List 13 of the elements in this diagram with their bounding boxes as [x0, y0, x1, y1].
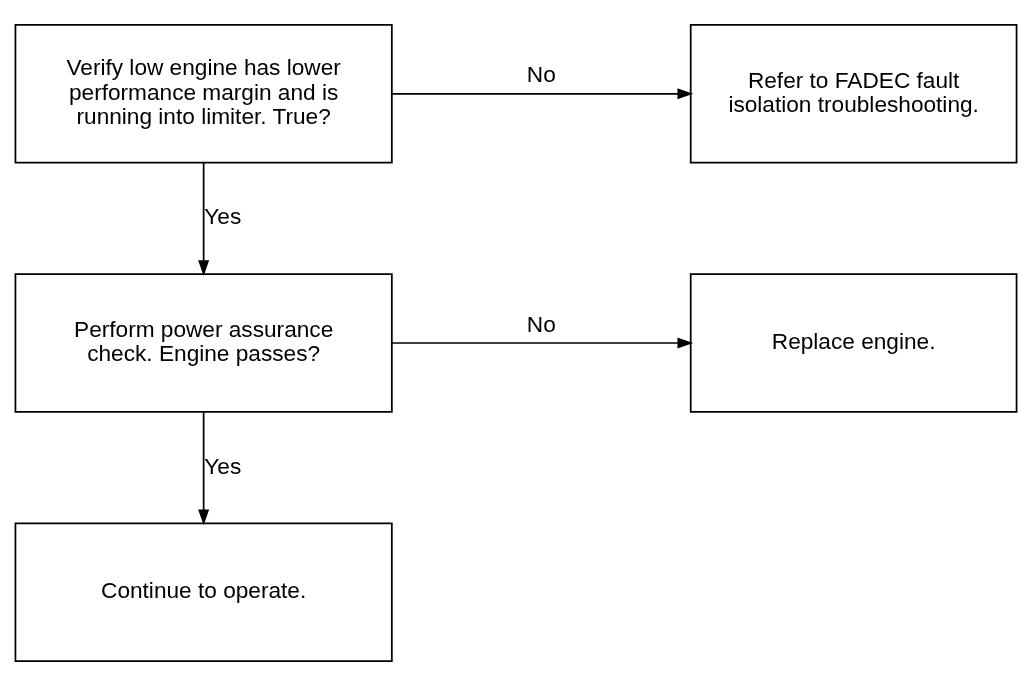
- edge-label: No: [526, 60, 556, 87]
- node-box: Continue to operate.: [14, 522, 393, 662]
- arrow: [391, 87, 694, 99]
- node-box: Perform power assurance check. Engine passes?: [14, 272, 393, 413]
- arrow: [391, 337, 694, 348]
- edge-label: Yes: [204, 452, 242, 479]
- edge-label: Yes: [204, 202, 242, 229]
- node-box: Verify low engine has lower performance margin and is running into limiter. True?: [14, 23, 393, 163]
- arrow: [198, 161, 210, 276]
- edge-label: No: [526, 310, 556, 336]
- arrow: [198, 410, 210, 525]
- node-box: Refer to FADEC fault isolation troubleshooting.: [689, 23, 1018, 163]
- node-box: Replace engine.: [689, 272, 1018, 413]
